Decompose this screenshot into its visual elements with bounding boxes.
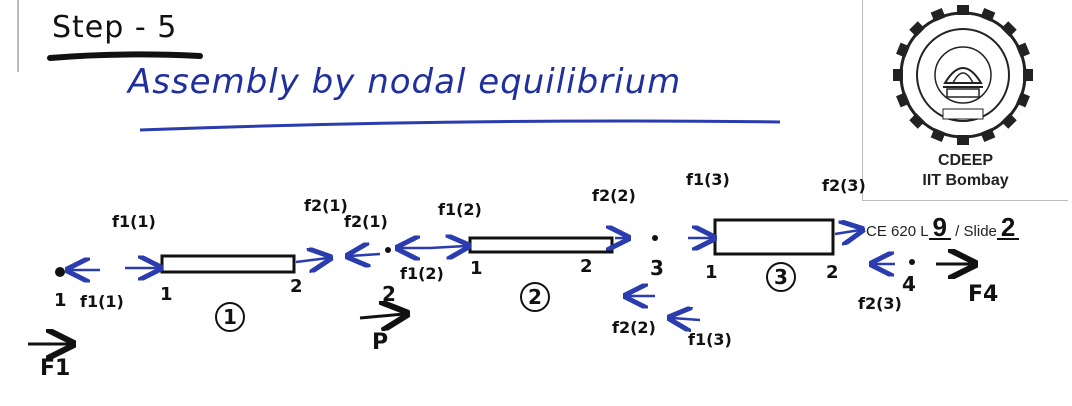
force-f1-1-node-label: f1(1)	[80, 292, 124, 311]
element-2-bar	[468, 236, 614, 254]
element-1-end-2: 2	[290, 276, 303, 297]
element-2-end-1: 1	[470, 258, 483, 279]
iit-bombay-seal-icon	[893, 5, 1033, 145]
element-1-bar	[160, 254, 296, 274]
force-f2-1-label: f2(1)	[304, 196, 348, 215]
force-f1-3-label: f1(3)	[686, 170, 730, 189]
force-f2-3-label: f2(3)	[822, 176, 866, 195]
node-3-dot	[652, 235, 658, 241]
element-3-end-1: 1	[705, 262, 718, 283]
element-1-end-1: 1	[160, 284, 173, 305]
element-2-label: 2	[520, 282, 550, 312]
force-f1-1-label: f1(1)	[112, 212, 156, 231]
force-f2-1-node-label: f2(1)	[344, 212, 388, 231]
node-2-dot	[385, 247, 391, 253]
course-label: CE 620 L	[866, 223, 929, 240]
force-f1-3-node-label: f1(3)	[688, 330, 732, 349]
cdeep-label: CDEEP	[937, 152, 994, 169]
element-2-end-2: 2	[580, 256, 593, 277]
node-2-label: 2	[382, 282, 396, 306]
force-f2-2-label: f2(2)	[592, 186, 636, 205]
force-f1-2-label: f1(2)	[438, 200, 482, 219]
force-P-label: P	[372, 330, 389, 355]
node-3-label: 3	[650, 256, 664, 280]
iit-bombay-label: IIT Bombay	[922, 172, 1009, 189]
force-f2-2-node-label: f2(2)	[612, 318, 656, 337]
page-heading: Assembly by nodal equilibrium	[128, 62, 682, 102]
node-4-dot	[909, 259, 915, 265]
node-4-label: 4	[902, 272, 916, 296]
element-3-label: 3	[766, 262, 796, 292]
slide-number: 2	[996, 214, 1020, 240]
element-1-label: 1	[215, 302, 245, 332]
slide-label: / Slide	[951, 223, 997, 240]
external-force-arrows	[28, 264, 972, 344]
element-3-end-2: 2	[826, 262, 839, 283]
force-f2-3-node-label: f2(3)	[858, 294, 902, 313]
step-title: Step - 5	[52, 10, 178, 45]
logo-panel: CDEEP IIT Bombay	[862, 0, 1068, 201]
force-f1-2-node-label: f1(2)	[400, 264, 444, 283]
node-1-label: 1	[54, 290, 67, 311]
element-3-bar	[713, 218, 835, 256]
force-F4-label: F4	[968, 282, 999, 307]
lecture-number: 9	[928, 214, 952, 240]
force-F1-label: F1	[40, 356, 71, 381]
node-1-dot	[55, 267, 65, 277]
internal-force-arrows	[70, 230, 895, 320]
